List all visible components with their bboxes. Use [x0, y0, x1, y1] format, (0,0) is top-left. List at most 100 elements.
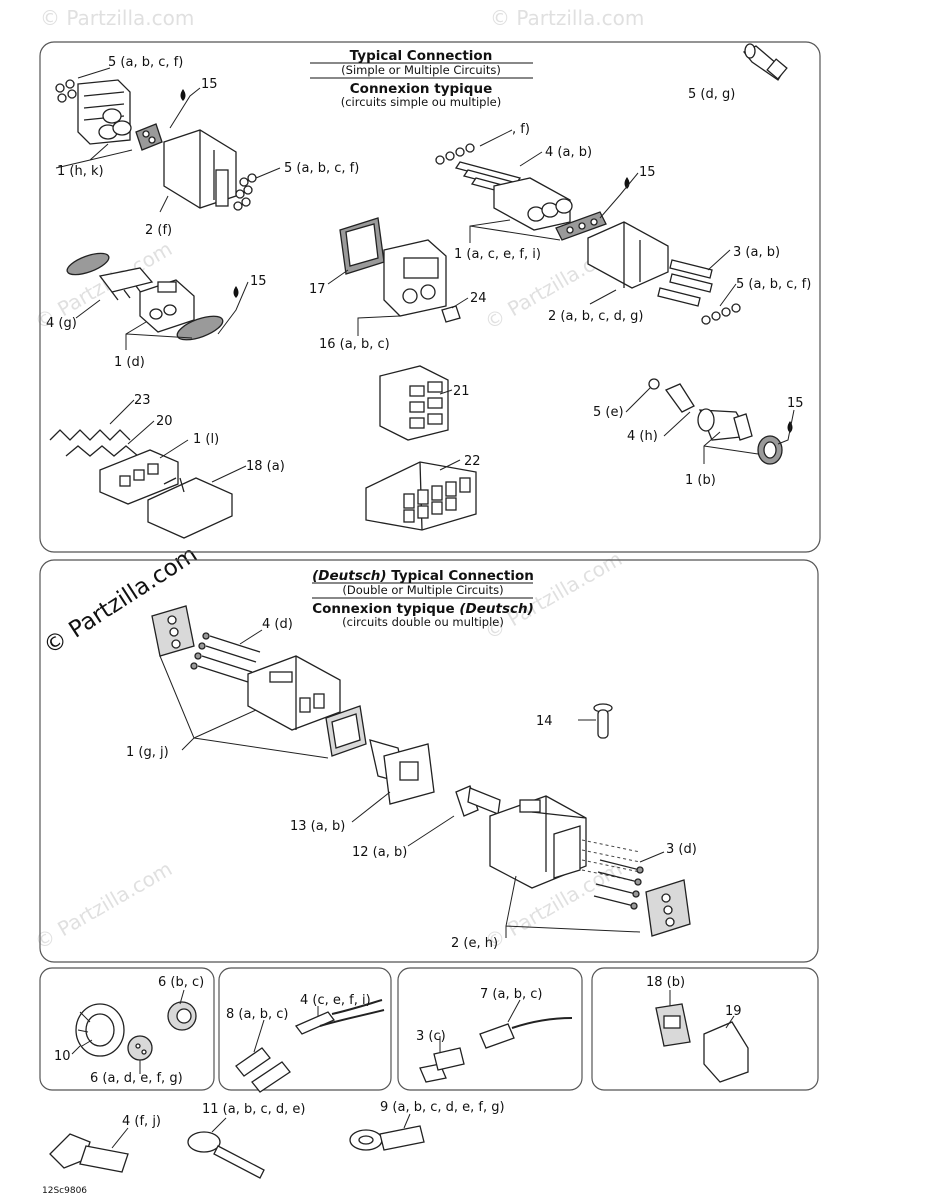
callout-2-abcdg: 2 (a, b, c, d, g)	[548, 309, 643, 324]
labels-caps-boots: 6 (b, c) 10 6 (a, d, e, f, g)	[54, 975, 204, 1086]
heading-title-fr: Connexion typique (Deutsch)	[312, 601, 534, 617]
watermark: © Partzilla.com	[490, 6, 644, 30]
labels-panel-1: 5 (a, b, c, f) 15 5 (d, g) , f) 4 (a, b)…	[46, 55, 811, 488]
watermark: © Partzilla.com	[40, 6, 194, 30]
butt-splices	[235, 999, 385, 1093]
heading-title-fr-suffix: (Deutsch)	[459, 601, 533, 617]
heading-subtitle-fr: (circuits double ou multiple)	[342, 615, 504, 629]
callout-4-h: 4 (h)	[627, 429, 658, 444]
callout-1-acefi: 1 (a, c, e, f, i)	[454, 247, 541, 262]
callout-1-b: 1 (b)	[685, 473, 716, 488]
panel-sealed-terminal	[397, 967, 583, 1091]
drawing-code: 12Sc9806	[42, 1186, 87, 1196]
callout-1-gj: 1 (g, j)	[126, 745, 169, 760]
connector-1-b	[648, 378, 783, 465]
watermark: © Partzilla.com	[31, 856, 177, 954]
panel-typical-connection	[39, 41, 821, 553]
heading-title: (Deutsch) Typical Connection	[312, 568, 534, 584]
callout-12-ab: 12 (a, b)	[352, 845, 407, 860]
callout-22: 22	[464, 454, 481, 469]
heading-title-fr: Connexion typique	[350, 81, 492, 97]
callout-6-bc: 6 (b, c)	[158, 975, 204, 990]
callout-2-f: 2 (f)	[145, 223, 172, 238]
callout-f: , f)	[512, 122, 530, 137]
callout-5-dg: 5 (d, g)	[688, 87, 735, 102]
callout-4-d: 4 (d)	[262, 617, 293, 632]
heading-title-prefix: (Deutsch)	[312, 568, 386, 584]
heading-subtitle: (Simple or Multiple Circuits)	[341, 63, 501, 77]
deutsch-pin-14	[593, 703, 613, 739]
callout-18-a: 18 (a)	[246, 459, 285, 474]
connector-16-abc	[339, 217, 461, 323]
callout-18-b: 18 (b)	[646, 975, 685, 990]
labels-panel-2: 4 (d) 14 1 (g, j) 13 (a, b) 12 (a, b) 3 …	[126, 617, 697, 951]
heading-title: Typical Connection	[350, 48, 493, 64]
callout-5-e: 5 (e)	[593, 405, 624, 420]
heading-subtitle: (Double or Multiple Circuits)	[342, 583, 503, 597]
callout-17: 17	[309, 282, 326, 297]
sealed-terminal	[419, 999, 573, 1083]
drop-icon	[233, 286, 239, 298]
callout-3-d: 3 (d)	[666, 842, 697, 857]
terminal-block-21	[379, 365, 449, 441]
housings-18b-19	[655, 990, 749, 1083]
callout-15: 15	[639, 165, 656, 180]
callout-14: 14	[536, 714, 553, 729]
cable-tie-11	[187, 1117, 265, 1179]
heading-subtitle-fr: (circuits simple ou multiple)	[341, 95, 501, 109]
connector-1-hk	[55, 79, 163, 151]
callout-5-abcf: 5 (a, b, c, f)	[108, 55, 183, 70]
callout-15: 15	[787, 396, 804, 411]
panel-caps-boots	[39, 967, 215, 1091]
labels-housings: 18 (b) 19	[646, 975, 742, 1019]
drop-icon	[180, 89, 186, 101]
callout-11-abcde: 11 (a, b, c, d, e)	[202, 1102, 306, 1117]
callout-16-abc: 16 (a, b, c)	[319, 337, 390, 352]
callout-10: 10	[54, 1049, 71, 1064]
callout-4-g: 4 (g)	[46, 316, 77, 331]
callout-5-abcf: 5 (a, b, c, f)	[736, 277, 811, 292]
callout-9-abcdefg: 9 (a, b, c, d, e, f, g)	[380, 1100, 505, 1115]
callout-24: 24	[470, 291, 487, 306]
callout-3-ab: 3 (a, b)	[733, 245, 780, 260]
callout-6-adefg: 6 (a, d, e, f, g)	[90, 1071, 183, 1086]
callout-5-abcf: 5 (a, b, c, f)	[284, 161, 359, 176]
connector-2-f	[163, 129, 257, 211]
connector-1-l	[49, 429, 233, 539]
labels-splices: 4 (c, e, f, i) 8 (a, b, c)	[226, 993, 371, 1022]
labels-sealed-terminal: 7 (a, b, c) 3 (c)	[416, 987, 542, 1044]
callout-4-cefi: 4 (c, e, f, i)	[300, 993, 371, 1008]
heading-title-text: Typical Connection	[391, 568, 534, 584]
callout-3-c: 3 (c)	[416, 1029, 446, 1044]
leader-lines-panel-2	[159, 629, 665, 938]
connector-1-acefi	[435, 143, 607, 241]
terminal-block-22	[365, 461, 477, 531]
caps-and-boots	[71, 989, 197, 1074]
callout-8-abc: 8 (a, b, c)	[226, 1007, 288, 1022]
callout-19: 19	[725, 1004, 742, 1019]
callout-4-fj: 4 (f, j)	[122, 1114, 161, 1129]
callout-21: 21	[453, 384, 470, 399]
labels-footer: 4 (f, j) 11 (a, b, c, d, e) 9 (a, b, c, …	[42, 1100, 505, 1196]
deutsch-receptacle-2-eh	[455, 785, 691, 937]
callout-20: 20	[156, 414, 173, 429]
panel-deutsch-connection	[39, 559, 819, 963]
callout-1-hk: 1 (h, k)	[57, 164, 104, 179]
callout-13-ab: 13 (a, b)	[290, 819, 345, 834]
panel-housings	[591, 967, 819, 1091]
leader-lines-panel-1	[55, 67, 795, 483]
callout-4-ab: 4 (a, b)	[545, 145, 592, 160]
callout-1-d: 1 (d)	[114, 355, 145, 370]
callout-7-abc: 7 (a, b, c)	[480, 987, 542, 1002]
callout-15: 15	[201, 77, 218, 92]
plug-5-dg	[742, 43, 788, 81]
callout-23: 23	[134, 393, 151, 408]
panel-splices	[218, 967, 392, 1091]
deutsch-connection-heading: (Deutsch) Typical Connection (Double or …	[312, 568, 534, 629]
callout-2-eh: 2 (e, h)	[451, 936, 498, 951]
ring-terminal-9	[349, 1113, 425, 1151]
heading-title-fr-text: Connexion typique	[312, 601, 454, 617]
connector-1-d	[66, 252, 224, 341]
connector-2-abcdg	[587, 221, 741, 325]
